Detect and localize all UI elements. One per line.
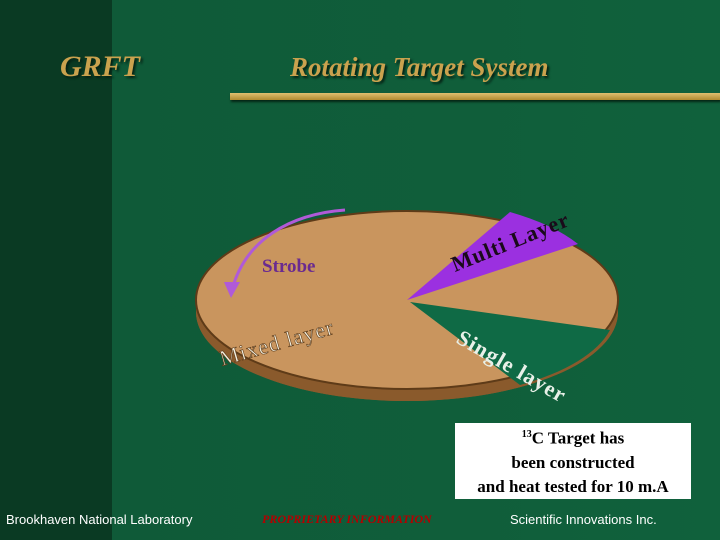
strobe-label: Strobe [262, 256, 315, 277]
sidebar-panel [0, 0, 112, 540]
footer-proprietary: PROPRIETARY INFORMATION [262, 512, 432, 526]
strobe-arrow-head [224, 282, 240, 298]
strobe-arrow [230, 208, 346, 291]
note-line-2: been constructed [511, 452, 635, 472]
slide-tag-title: GRFT [60, 50, 141, 83]
single-layer-wedge [410, 302, 610, 385]
multi-layer-wedge [407, 212, 578, 300]
note-line-1-text: C Target has [531, 428, 625, 448]
title-rule [230, 93, 720, 100]
footer-company: Scientific Innovations Inc. [510, 512, 657, 527]
note-line-1: 13C Target has [455, 423, 691, 451]
target-note: 13C Target has been constructed and heat… [455, 423, 691, 499]
footer-lab: Brookhaven National Laboratory [6, 512, 193, 527]
slide-title: Rotating Target System [290, 52, 549, 82]
note-line-3: and heat tested for 10 m.A [477, 476, 669, 496]
isotope-mass: 13 [521, 429, 532, 440]
